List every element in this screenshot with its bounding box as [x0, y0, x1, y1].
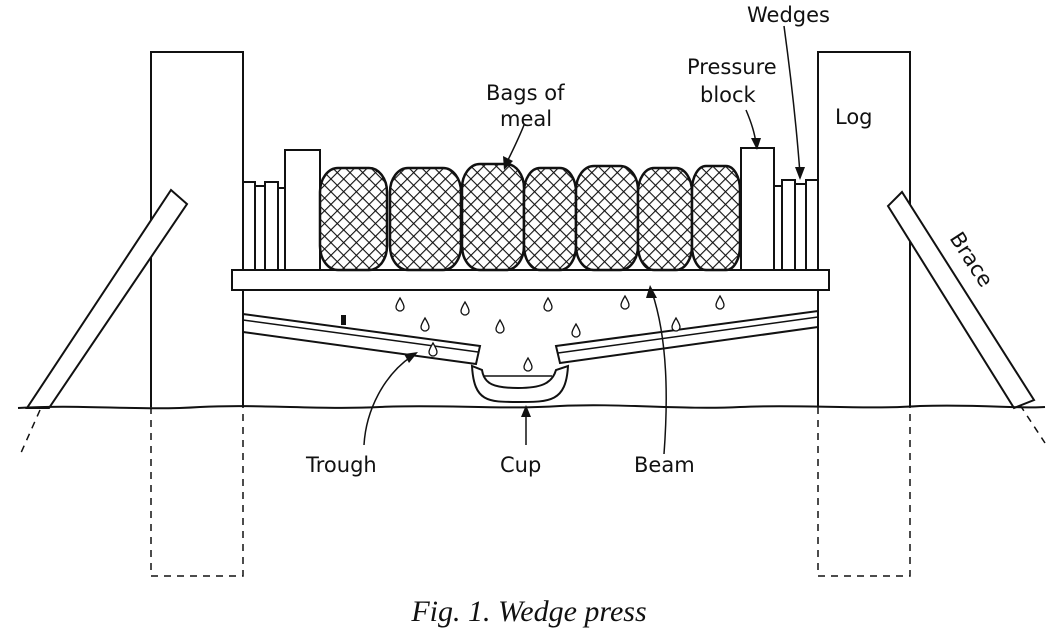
- beam: [231, 269, 830, 291]
- ground-line: [17, 404, 1046, 410]
- left-pressure-block: [284, 149, 321, 271]
- label-wedges: Wedges: [747, 3, 830, 27]
- label-beam: Beam: [634, 453, 695, 477]
- cup: [470, 364, 570, 404]
- right-pressure-block: [740, 147, 775, 271]
- right-log: [817, 51, 911, 577]
- right-wedges: [773, 179, 819, 271]
- trough: [242, 309, 819, 366]
- label-log: Log: [835, 105, 873, 129]
- label-trough: Trough: [305, 453, 377, 477]
- figure-caption: Fig. 1. Wedge press: [410, 595, 646, 628]
- label-pressure-block-line1: Pressure: [687, 55, 777, 79]
- label-cup: Cup: [500, 453, 541, 477]
- oil-drops: [341, 294, 725, 372]
- bags-of-meal: [318, 162, 742, 272]
- left-wedges: [242, 181, 286, 271]
- label-bags-line1: Bags of: [486, 81, 565, 105]
- left-brace: [19, 188, 189, 456]
- label-pressure-block-line2: block: [700, 83, 757, 107]
- leader-lines: [363, 25, 805, 455]
- left-log: [150, 51, 244, 577]
- label-bags-line2: meal: [500, 107, 552, 131]
